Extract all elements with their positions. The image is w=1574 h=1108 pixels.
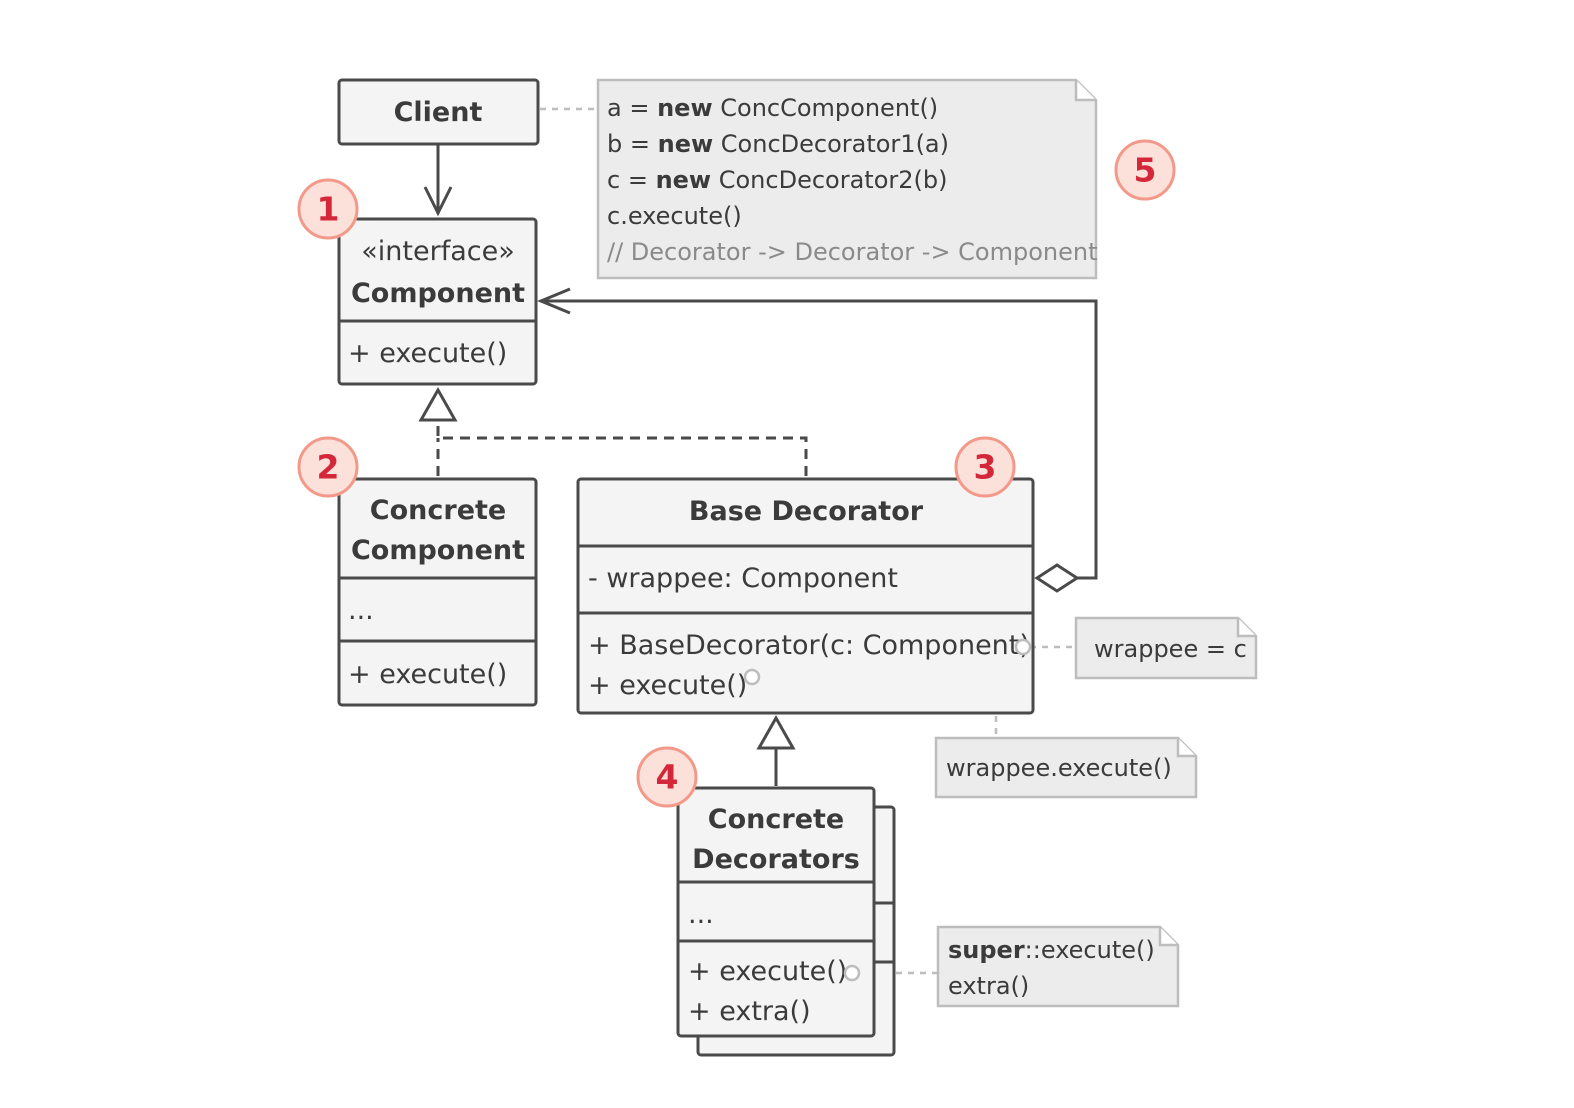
- aggregation-line: [540, 299, 1098, 580]
- extra-note: super::execute() extra(): [936, 925, 1180, 1008]
- component-method: + execute(): [348, 338, 507, 369]
- client-note-line3-post: ConcDecorator2(b): [711, 166, 947, 194]
- client-note-line5: // Decorator -> Decorator -> Component: [607, 238, 1098, 266]
- client-note-line1-pre: a =: [607, 94, 657, 122]
- execute-note-link: [759, 675, 998, 738]
- ctor-port: [1014, 638, 1032, 656]
- base-decorator-field: - wrappee: Component: [588, 563, 898, 594]
- client-note-line3-pre: c =: [607, 166, 656, 194]
- badge-5-number: 5: [1134, 151, 1157, 190]
- concrete-component-title-2: Component: [351, 535, 525, 566]
- component-title: Component: [351, 278, 525, 309]
- execute-note: wrappee.execute(): [934, 736, 1198, 799]
- client-note-line2-post: ConcDecorator1(a): [713, 130, 949, 158]
- badge-3-number: 3: [974, 448, 997, 487]
- concrete-decorators-execute: + execute(): [688, 956, 847, 987]
- badge-1-number: 1: [317, 190, 340, 229]
- badge-3: 3: [954, 436, 1016, 498]
- concrete-decorators-class[interactable]: Concrete Decorators ... + execute() + ex…: [676, 786, 896, 1057]
- client-note-line3-kw: new: [656, 166, 712, 194]
- badge-2-number: 2: [317, 448, 340, 487]
- ctor-note: wrappee = c: [1074, 616, 1258, 680]
- concrete-decorators-fields: ...: [688, 899, 714, 930]
- extra-note-post: ::execute(): [1025, 936, 1155, 964]
- client-to-component-arrowhead: [423, 186, 453, 217]
- decorator-execute-port: [843, 964, 861, 982]
- inheritance-triangle: [756, 714, 796, 750]
- base-decorator-execute: + execute(): [588, 670, 747, 701]
- client-note-line2-kw: new: [658, 130, 714, 158]
- client-code-note: a = new ConcComponent() b = new ConcDeco…: [596, 78, 1098, 280]
- aggregation-arrowhead: [537, 287, 571, 315]
- client-note-line2-pre: b =: [607, 130, 658, 158]
- aggregation-diamond: [1034, 563, 1080, 593]
- svg-text:b = new ConcDecorator1(a): b = new ConcDecorator1(a): [607, 130, 949, 158]
- concrete-decorators-extra: + extra(): [688, 996, 811, 1027]
- svg-text:super::execute(): super::execute(): [948, 936, 1155, 964]
- svg-text:a = new ConcComponent(): a = new ConcComponent(): [607, 94, 938, 122]
- concrete-component-class[interactable]: Concrete Component ... + execute(): [337, 477, 538, 707]
- badge-2: 2: [297, 436, 359, 498]
- concrete-component-method: + execute(): [348, 659, 507, 690]
- badge-5: 5: [1114, 139, 1176, 201]
- concrete-decorators-title-1: Concrete: [708, 804, 844, 835]
- concrete-component-fields: ...: [348, 595, 374, 626]
- client-note-line4: c.execute(): [607, 202, 742, 230]
- base-decorator-ctor: + BaseDecorator(c: Component): [588, 630, 1030, 661]
- client-class[interactable]: Client: [337, 78, 540, 146]
- execute-note-text: wrappee.execute(): [946, 754, 1172, 782]
- base-decorator-title: Base Decorator: [689, 496, 924, 527]
- badge-4: 4: [636, 746, 698, 808]
- base-decorator-class[interactable]: Base Decorator - wrappee: Component + Ba…: [576, 477, 1035, 715]
- component-stereotype: «interface»: [361, 236, 514, 267]
- concrete-component-title-1: Concrete: [370, 495, 506, 526]
- client-note-line1-kw: new: [657, 94, 713, 122]
- badge-1: 1: [297, 178, 359, 240]
- ctor-note-text: wrappee = c: [1094, 635, 1247, 663]
- badge-4-number: 4: [656, 758, 679, 797]
- execute-port: [743, 668, 761, 686]
- client-title: Client: [394, 97, 483, 128]
- connectors: [418, 107, 1098, 975]
- component-interface[interactable]: «interface» Component + execute(): [337, 217, 538, 386]
- svg-text:c = new ConcDecorator2(b): c = new ConcDecorator2(b): [607, 166, 947, 194]
- realization-triangle: [418, 386, 458, 422]
- concrete-decorators-title-2: Decorators: [692, 844, 860, 875]
- extra-note-kw: super: [948, 936, 1025, 964]
- extra-note-line2: extra(): [948, 972, 1029, 1000]
- realization-base-decorator: [436, 420, 808, 476]
- client-note-line1-post: ConcComponent(): [713, 94, 939, 122]
